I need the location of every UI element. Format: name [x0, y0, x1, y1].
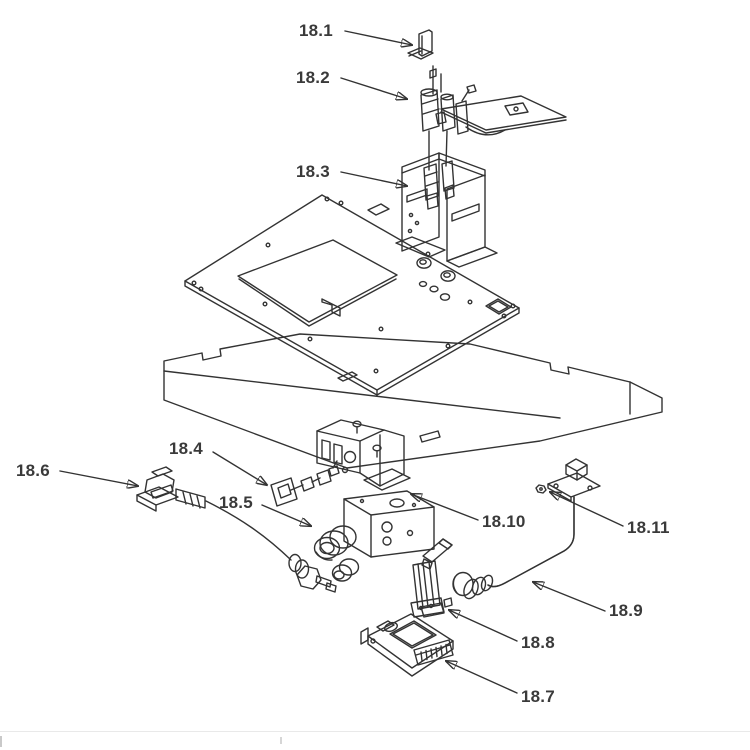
part-label-18-11: 18.11 — [627, 518, 670, 537]
part-18-1-clip — [407, 29, 434, 60]
part-label-18-1: 18.1 — [299, 21, 333, 40]
part-label-18-6: 18.6 — [16, 461, 50, 480]
part-label-18-10: 18.10 — [482, 512, 526, 531]
part-18-2-pilot-assembly — [420, 65, 567, 210]
part-18-5-gas-valve — [313, 490, 435, 582]
part-label-18-2: 18.2 — [296, 68, 330, 87]
page-bottom-divider — [0, 731, 750, 732]
part-18-4-igniter-electrode — [270, 460, 340, 507]
page-bottom-tick-mid — [280, 737, 282, 744]
leader-arrows — [59, 30, 624, 694]
part-18-8-wire-harness — [410, 538, 453, 618]
part-label-18-4: 18.4 — [169, 439, 203, 458]
part-label-18-9: 18.9 — [609, 601, 643, 620]
part-label-18-3: 18.3 — [296, 162, 330, 181]
part-18-9-supply-tube — [452, 458, 601, 600]
main-mounting-panel — [184, 194, 520, 396]
heat-shield-panel — [163, 333, 663, 469]
part-18-11-nut — [535, 484, 547, 494]
page-bottom-tick-left — [0, 736, 2, 747]
part-18-7-control-module — [360, 602, 454, 677]
part-18-6-gas-hose — [136, 466, 337, 593]
part-18-3-bracket — [395, 152, 498, 268]
part-label-18-7: 18.7 — [521, 687, 555, 706]
part-label-18-5: 18.5 — [219, 493, 253, 512]
part-label-18-8: 18.8 — [521, 633, 555, 652]
part-18-10-valve-bracket — [316, 419, 411, 491]
